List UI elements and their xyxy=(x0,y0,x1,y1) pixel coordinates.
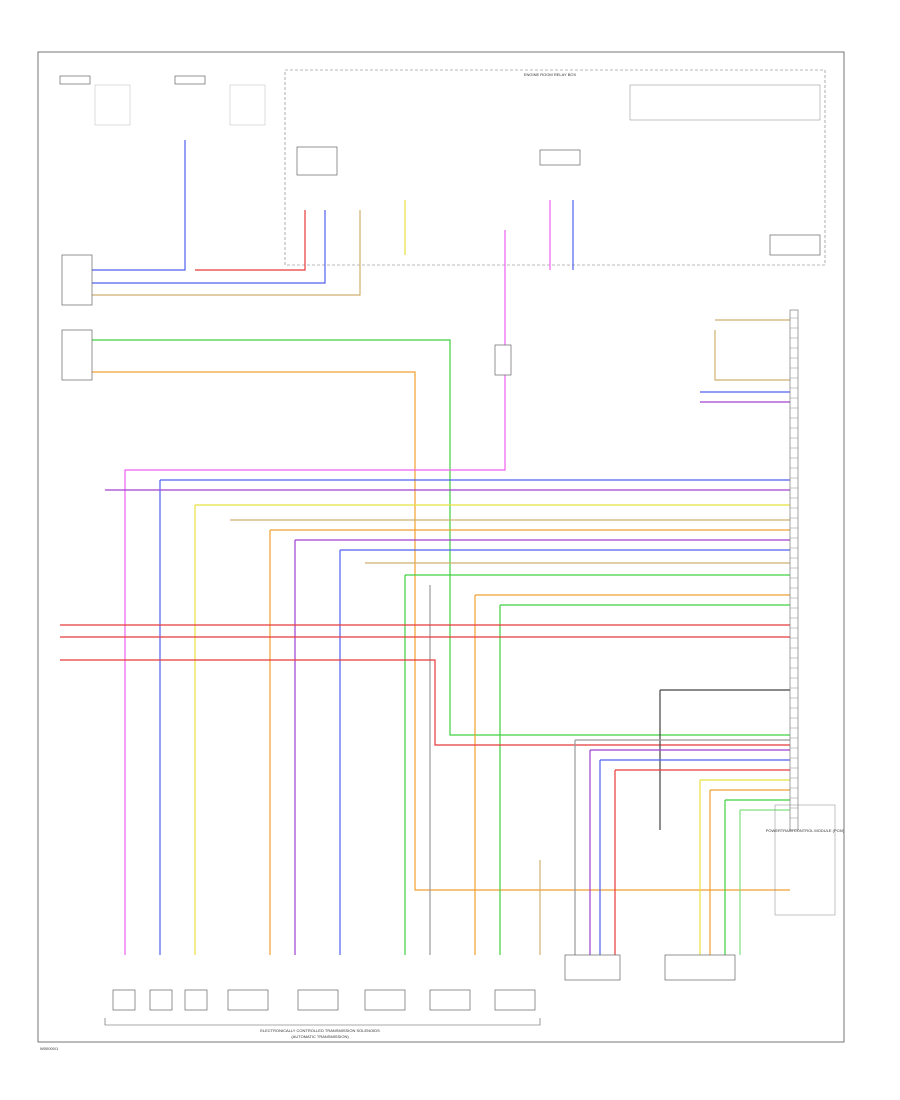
wire-orange-5 xyxy=(92,371,790,891)
wire-pink-6 xyxy=(124,230,506,955)
connector-bottom-1 xyxy=(564,954,621,981)
solenoid-7 xyxy=(429,989,471,1011)
solenoid-row xyxy=(112,989,536,1011)
fuse-block-left xyxy=(59,75,266,126)
relay-2 xyxy=(539,149,581,166)
pcm-label: POWERTRAIN CONTROL MODULE (PCM) xyxy=(766,828,845,833)
relay-box-label: ENGINE ROOM RELAY BOX xyxy=(524,72,577,77)
solenoid-3 xyxy=(184,989,208,1011)
left-sensor xyxy=(61,329,93,381)
solenoid-bracket xyxy=(104,1018,541,1026)
wire-green-4 xyxy=(92,339,790,736)
diagram-frame xyxy=(37,51,845,1043)
pcm-module xyxy=(774,804,836,916)
wire-blue-2 xyxy=(92,210,326,284)
left-connector xyxy=(61,254,93,306)
wire-blue-0 xyxy=(92,140,186,271)
bottom-label-1: ELECTRONICALLY CONTROLLED TRANSMISSION S… xyxy=(260,1028,380,1033)
wire-tan-3 xyxy=(92,210,361,296)
solenoid-4 xyxy=(227,989,269,1011)
wire-red-1 xyxy=(195,210,306,271)
wire-layer xyxy=(60,140,798,955)
solenoid-2 xyxy=(149,989,173,1011)
pcm-rail xyxy=(789,309,799,831)
inline-resistor xyxy=(494,344,512,376)
solenoid-8 xyxy=(494,989,536,1011)
fuse-bank xyxy=(629,84,821,121)
relay-box-outline xyxy=(284,69,826,266)
footer-code: W00000/1 xyxy=(40,1046,59,1051)
solenoid-6 xyxy=(364,989,406,1011)
relay-1 xyxy=(296,146,338,176)
connector-bottom-2 xyxy=(664,954,736,981)
bottom-label-2: (AUTOMATIC TRANSMISSION) xyxy=(291,1034,349,1039)
solenoid-5 xyxy=(297,989,339,1011)
wire-red-29 xyxy=(60,659,790,746)
wire-tan-41 xyxy=(714,330,790,381)
solenoid-1 xyxy=(112,989,136,1011)
relay-3 xyxy=(769,234,821,256)
